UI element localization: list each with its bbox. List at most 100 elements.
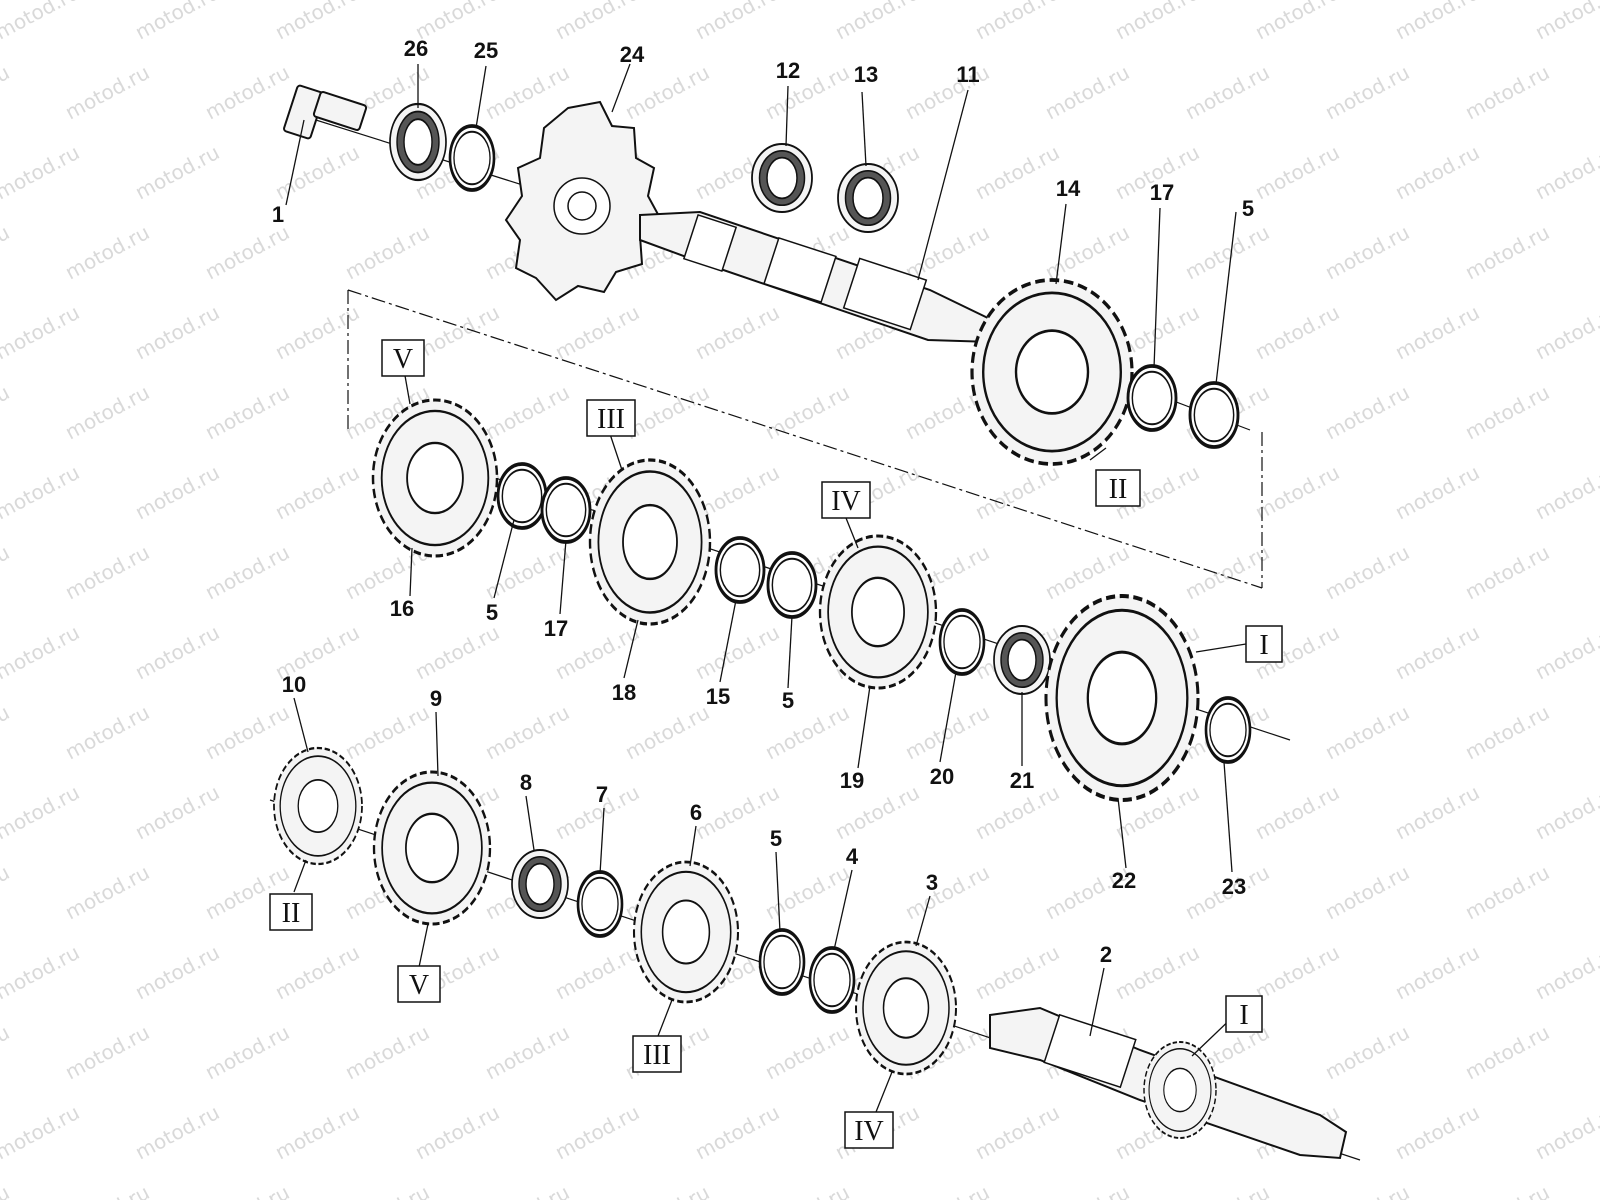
- circlip-5-top: [1188, 381, 1240, 449]
- watermark-text: motod.ru: [131, 780, 223, 844]
- watermark-text: motod.ru: [971, 460, 1063, 524]
- part-label: 8: [520, 770, 532, 795]
- gear-stage-labels: V III IV II I II V III IV I: [269, 339, 1283, 1149]
- watermark-text: motod.ru: [1251, 140, 1343, 204]
- watermark-text: motod.ru: [1531, 140, 1600, 204]
- watermark-text: motod.ru: [1321, 220, 1413, 284]
- svg-text:IV: IV: [831, 486, 861, 517]
- watermark-text: motod.ru: [131, 460, 223, 524]
- watermark-text: motod.ru: [1531, 620, 1600, 684]
- watermark-text: motod.ru: [1041, 220, 1133, 284]
- watermark-text: motod.ru: [691, 1100, 783, 1164]
- watermark-text: motod.ru: [131, 0, 223, 44]
- gear-6: [632, 860, 740, 1004]
- watermark-text: motod.ru: [551, 940, 643, 1004]
- watermark-text: motod.ru: [1041, 60, 1133, 124]
- watermark-text: motod.ru: [1251, 300, 1343, 364]
- part-label: 23: [1222, 874, 1246, 899]
- watermark-text: motod.ru: [551, 0, 643, 44]
- svg-text:III: III: [597, 404, 625, 435]
- watermark-text: motod.ru: [201, 60, 293, 124]
- watermark-text: motod.ru: [1531, 300, 1600, 364]
- watermark-text: motod.ru: [1251, 780, 1343, 844]
- gear-9: [372, 770, 492, 926]
- watermark-text: motod.ru: [691, 0, 783, 44]
- part-label: 25: [474, 38, 498, 63]
- gear-label-box: II: [269, 893, 313, 931]
- bolt-1: [283, 84, 368, 140]
- watermark-text: motod.ru: [1321, 1020, 1413, 1084]
- part-label: 17: [544, 616, 568, 641]
- watermark-text: motod.ru: [551, 300, 643, 364]
- watermark-text: motod.ru: [131, 620, 223, 684]
- part-label: 22: [1112, 868, 1136, 893]
- part-label: 9: [430, 686, 442, 711]
- watermark-text: motod.ru: [411, 620, 503, 684]
- watermark-text: motod.ru: [1391, 780, 1483, 844]
- part-label: 19: [840, 768, 864, 793]
- watermark-text: motod.ru: [131, 300, 223, 364]
- watermark-text: motod.ru: [1321, 60, 1413, 124]
- watermark-text: motod.ru: [1111, 0, 1203, 44]
- watermark-text: motod.ru: [0, 0, 83, 44]
- watermark-text: motod.ru: [761, 1020, 853, 1084]
- watermark-text: motod.ru: [61, 380, 153, 444]
- part-label: 5: [486, 600, 498, 625]
- watermark-text: motod.ru: [411, 300, 503, 364]
- watermark-text: motod.ru: [1531, 460, 1600, 524]
- watermark-text: motod.ru: [0, 300, 83, 364]
- svg-text:I: I: [1239, 1000, 1248, 1031]
- watermark-text: motod.ru: [201, 700, 293, 764]
- watermark-text: motod.ru: [61, 60, 153, 124]
- watermark-text: motod.ru: [1321, 1180, 1413, 1200]
- svg-text:II: II: [282, 898, 301, 929]
- washer-20: [938, 608, 986, 676]
- watermark-text: motod.ru: [131, 1100, 223, 1164]
- part-label: 7: [596, 782, 608, 807]
- watermark-text: motod.ru: [971, 0, 1063, 44]
- part-label: 1: [272, 202, 284, 227]
- watermark-text: motod.ru: [61, 220, 153, 284]
- svg-text:IV: IV: [854, 1116, 884, 1147]
- watermark-text: motod.ru: [481, 700, 573, 764]
- gear-label-box: IV: [844, 1111, 894, 1149]
- watermark-text: motod.ru: [201, 1020, 293, 1084]
- part-label: 13: [854, 62, 878, 87]
- watermark-text: motod.ru: [1531, 780, 1600, 844]
- part-label: 6: [690, 800, 702, 825]
- watermark-text: motod.ru: [341, 1180, 433, 1200]
- watermark-text: motod.ru: [1391, 620, 1483, 684]
- watermark-text: motod.ru: [271, 140, 363, 204]
- watermark-text: motod.ru: [1391, 140, 1483, 204]
- watermark-text: motod.ru: [481, 1180, 573, 1200]
- part-label: 26: [404, 36, 428, 61]
- sprocket-24: [504, 100, 662, 302]
- part-label: 10: [282, 672, 306, 697]
- watermark-text: motod.ru: [201, 220, 293, 284]
- watermark-text: motod.ru: [341, 220, 433, 284]
- watermark-text: motod.ru: [0, 1100, 83, 1164]
- watermark-text: motod.ru: [0, 860, 13, 924]
- watermark-text: motod.ru: [271, 1100, 363, 1164]
- svg-text:I: I: [1259, 630, 1268, 661]
- washer-23: [1204, 696, 1252, 764]
- output-shaft-assembly: [283, 84, 1240, 466]
- watermark-text: motod.ru: [61, 700, 153, 764]
- part-label: 20: [930, 764, 954, 789]
- watermark-text: motod.ru: [271, 0, 363, 44]
- circlip-17-top: [1126, 364, 1178, 432]
- part-label: 5: [782, 688, 794, 713]
- part-label: 5: [1242, 196, 1254, 221]
- watermark-text: motod.ru: [0, 60, 13, 124]
- watermark-text: motod.ru: [1321, 860, 1413, 924]
- gear-10: [272, 746, 364, 866]
- watermark-text: motod.ru: [0, 460, 83, 524]
- watermark-text: motod.ru: [1391, 460, 1483, 524]
- watermark-text: motod.ru: [201, 380, 293, 444]
- output-shaft-11: [639, 210, 993, 344]
- circlip-15: [714, 536, 766, 604]
- washer-4: [808, 946, 856, 1014]
- watermark-text: motod.ru: [0, 540, 13, 604]
- watermark-text: motod.ru: [1181, 60, 1273, 124]
